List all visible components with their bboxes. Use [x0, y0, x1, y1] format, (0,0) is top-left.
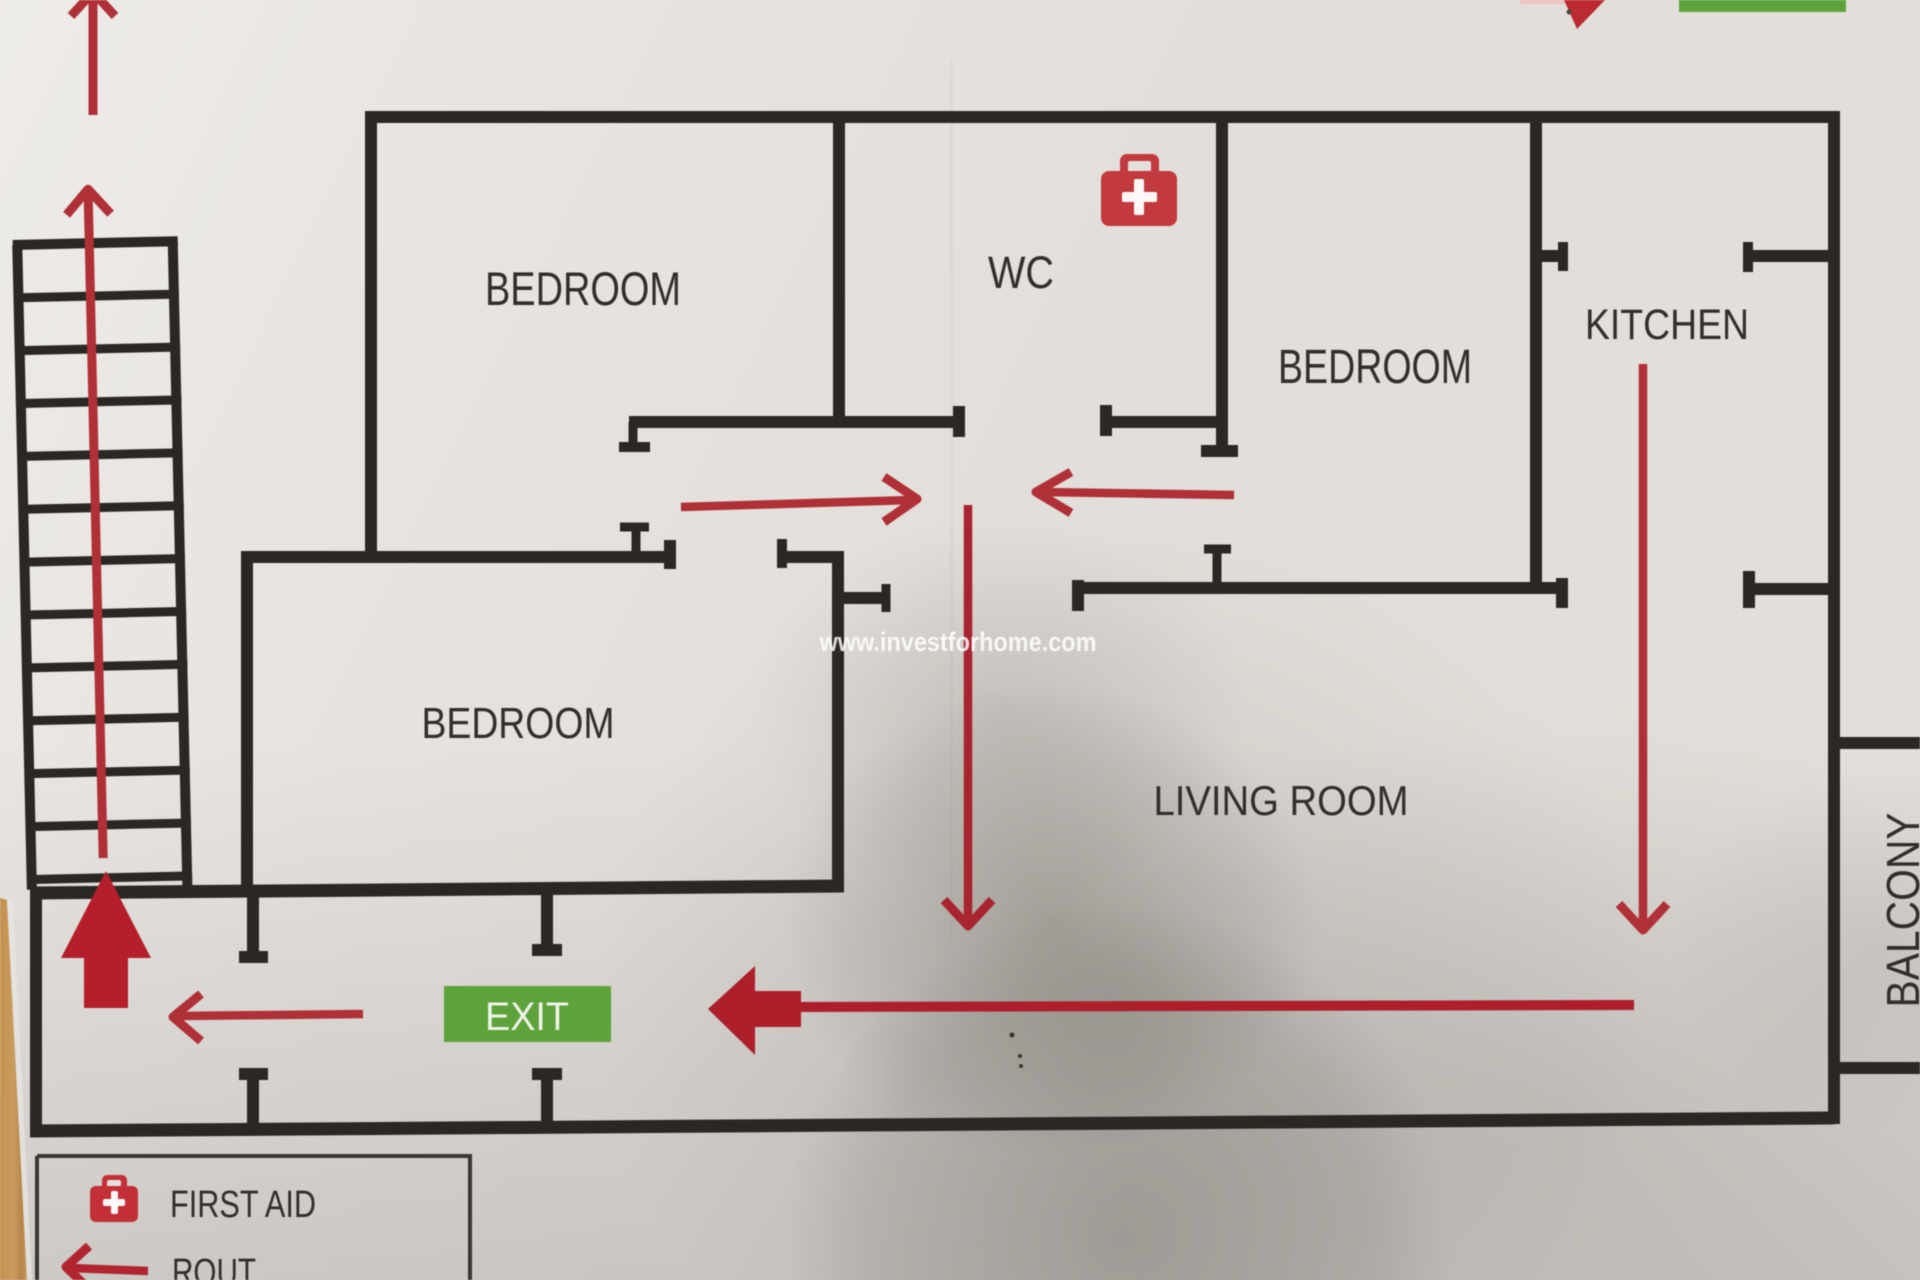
svg-text:FIRST AID: FIRST AID: [170, 1184, 316, 1226]
svg-text:WC: WC: [988, 247, 1054, 298]
svg-text:BEDROOM: BEDROOM: [485, 262, 681, 315]
svg-text:KITCHEN: KITCHEN: [1585, 301, 1749, 349]
svg-text:BEDROOM: BEDROOM: [422, 699, 615, 748]
svg-text:www.investforhome.com: www.investforhome.com: [819, 627, 1097, 657]
svg-text:EXIT: EXIT: [485, 995, 569, 1039]
svg-text:LIVING ROOM: LIVING ROOM: [1154, 777, 1409, 824]
svg-text:BALCONY: BALCONY: [1877, 813, 1920, 1008]
svg-text:ROUT: ROUT: [172, 1252, 256, 1280]
svg-text:BEDROOM: BEDROOM: [1278, 341, 1472, 394]
